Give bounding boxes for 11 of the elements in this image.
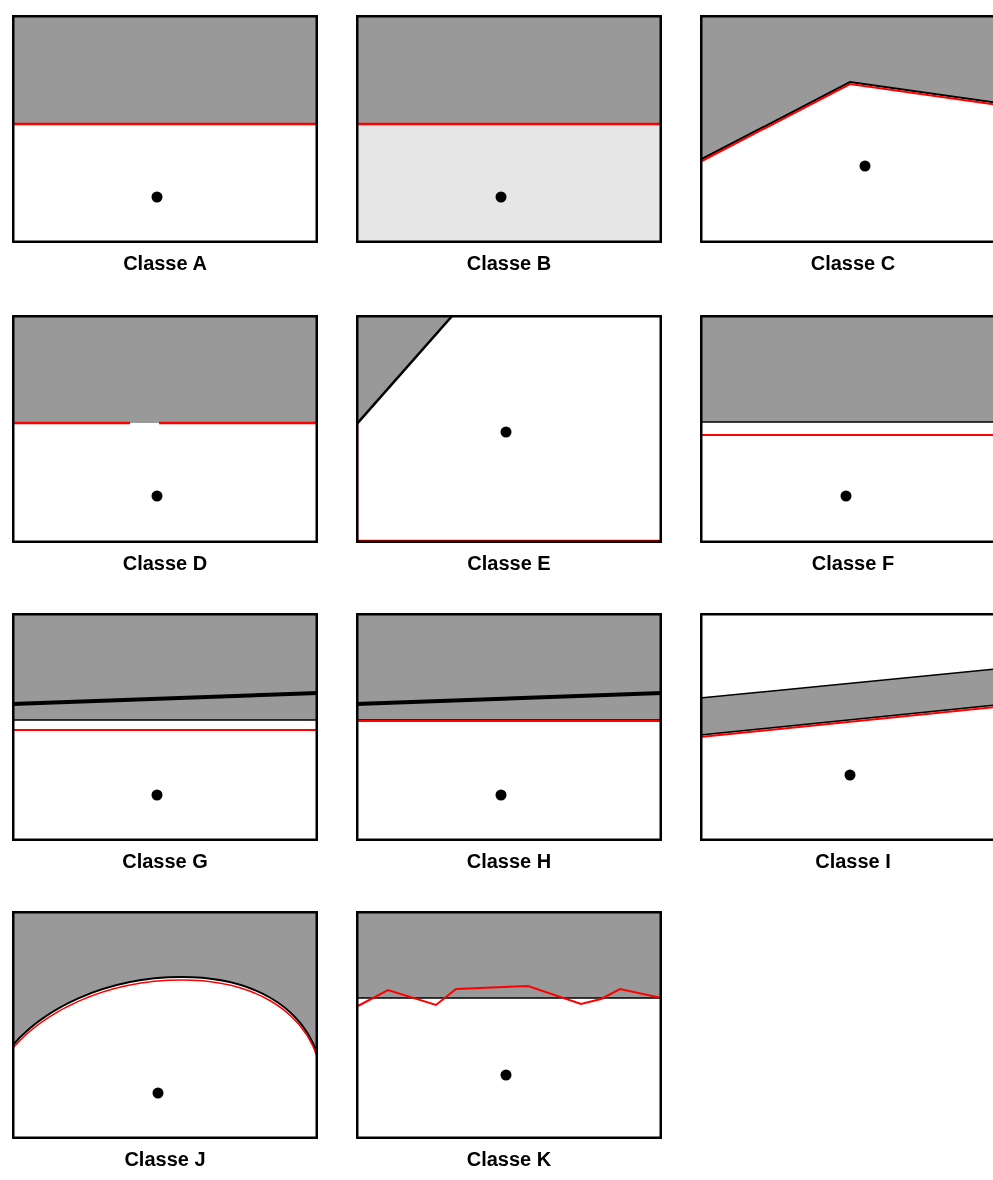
panel-caption: Classe B <box>466 251 552 275</box>
panel-caption: Classe H <box>466 849 552 873</box>
panel-caption: Classe F <box>811 551 895 575</box>
panel-caption: Classe I <box>815 849 891 873</box>
panel-caption: Classe C <box>810 251 896 275</box>
panel-caption: Classe E <box>467 551 551 575</box>
panel-caption: Classe K <box>466 1147 552 1171</box>
panel-caption: Classe D <box>122 551 208 575</box>
panel-caption: Classe G <box>122 849 208 873</box>
panel-caption: Classe J <box>124 1147 206 1171</box>
panel-caption: Classe A <box>123 251 207 275</box>
